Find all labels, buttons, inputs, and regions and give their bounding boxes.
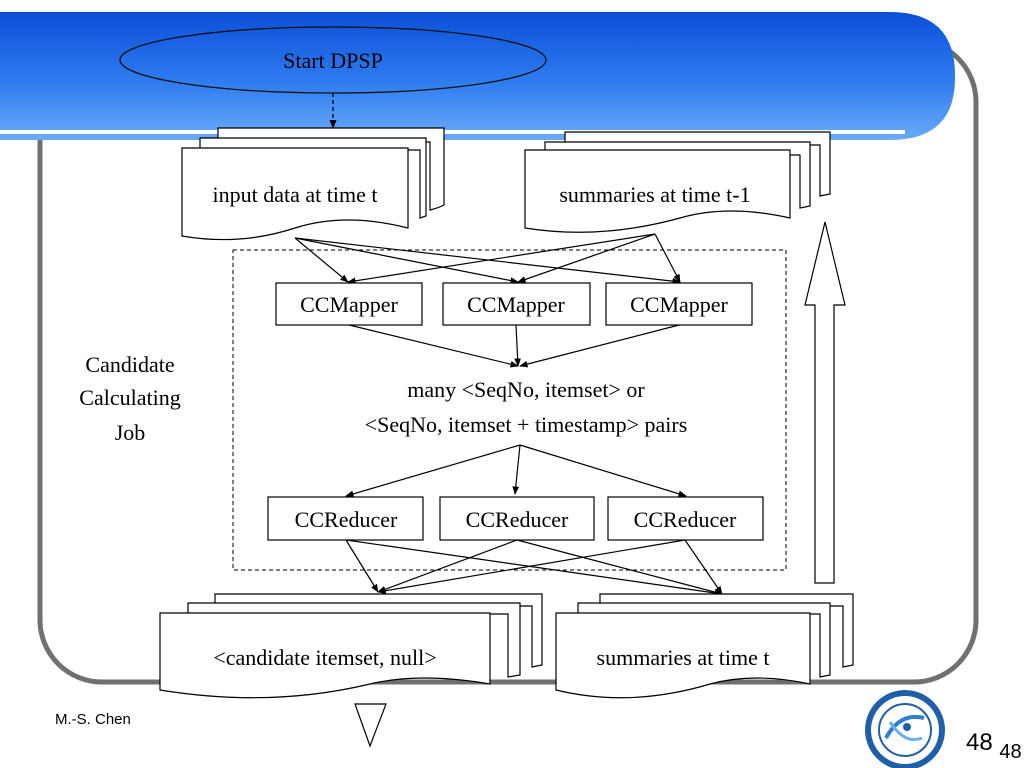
author-label: M.-S. Chen: [55, 711, 131, 728]
summaries-prev-doc: summaries at time t-1: [524, 131, 831, 233]
reducer-box-1: CCReducer: [267, 496, 424, 541]
mapper-label: CCMapper: [300, 292, 398, 317]
pairs-line-1: many <SeqNo, itemset> or: [407, 377, 645, 402]
start-label: Start DPSP: [283, 48, 383, 73]
pairs-line-2: <SeqNo, itemset + timestamp> pairs: [365, 412, 688, 437]
university-emblem: [865, 690, 945, 768]
pairs-to-reducer-arrows: [345, 444, 687, 498]
reducer-box-3: CCReducer: [607, 496, 764, 541]
reducer-to-output-arrows: [345, 539, 723, 597]
feedback-up-arrow: [804, 221, 846, 584]
candidate-itemset-doc: <candidate itemset, null>: [159, 593, 543, 699]
mapper-label: CCMapper: [467, 292, 565, 317]
job-label-line-2: Calculating: [79, 385, 180, 410]
input-data-doc: input data at time t: [181, 127, 445, 241]
input-data-label: input data at time t: [213, 182, 378, 207]
reducer-box-2: CCReducer: [439, 496, 595, 541]
input-to-mapper-arrows: [294, 233, 681, 285]
summaries-t-doc: summaries at time t: [555, 593, 854, 699]
reducer-label: CCReducer: [295, 507, 398, 532]
mapper-box-1: CCMapper: [275, 282, 423, 326]
mapper-box-3: CCMapper: [605, 282, 753, 326]
reducer-label: CCReducer: [634, 507, 737, 532]
continue-down-triangle: [354, 703, 387, 748]
page-number-main: 48: [966, 729, 993, 756]
page-number-sub: 48: [999, 741, 1021, 763]
summaries-t-label: summaries at time t: [597, 645, 770, 670]
candidate-itemset-label: <candidate itemset, null>: [213, 645, 436, 670]
job-label-line-1: Candidate: [85, 352, 174, 377]
title-banner: [0, 12, 955, 140]
summaries-prev-label: summaries at time t-1: [559, 182, 750, 207]
mapper-to-pairs-arrows: [348, 324, 680, 368]
mapper-box-2: CCMapper: [442, 282, 591, 326]
reducer-label: CCReducer: [466, 507, 569, 532]
mapper-label: CCMapper: [630, 292, 728, 317]
job-label-line-3: Job: [115, 420, 146, 445]
page-number: 48 48: [966, 729, 1022, 763]
